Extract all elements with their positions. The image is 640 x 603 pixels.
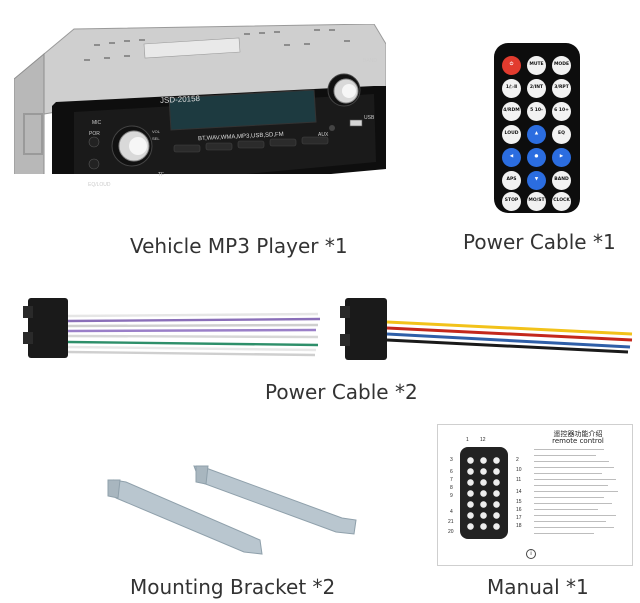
manual-text-line xyxy=(534,515,616,516)
manual-text-line xyxy=(534,491,618,492)
remote-btn-band: BAND xyxy=(552,171,571,190)
radio-por-label: POR xyxy=(89,131,100,137)
remote-btn-mode: MODE xyxy=(552,56,571,75)
remote-btn-loud: LOUD xyxy=(502,125,521,144)
radio-eq-label: EQ/LOUD xyxy=(88,182,111,188)
remote-btn-most: MO/ST xyxy=(527,192,546,211)
remote-btn-5: 5 10- xyxy=(527,102,546,121)
manual-text-line xyxy=(534,509,598,510)
manual-num-10: 10 xyxy=(516,467,522,473)
remote-btn-6: 6 10+ xyxy=(552,102,571,121)
manual-text-line xyxy=(534,473,602,474)
remote-btn-sel-icon: ● xyxy=(527,148,546,167)
wiring-harness-image xyxy=(23,298,633,360)
manual-num-3: 3 xyxy=(450,457,453,463)
remote-control-image: ⏻ MUTE MODE 1/▷Ⅱ 2/INT 3/RPT 4/RDM 5 10-… xyxy=(494,43,580,213)
manual-text-line xyxy=(534,455,596,456)
manual-image: 遥控器功能介绍 remote control 1 12 3 6 7 8 9 4 … xyxy=(437,424,633,566)
manual-num-12: 12 xyxy=(480,437,486,443)
caption-player: Vehicle MP3 Player *1 xyxy=(130,234,348,258)
remote-btn-4: 4/RDM xyxy=(502,102,521,121)
manual-num-6: 6 xyxy=(450,469,453,475)
remote-btn-3: 3/RPT xyxy=(552,79,571,98)
caption-manual: Manual *1 xyxy=(487,575,589,599)
manual-title: 遥控器功能介绍 xyxy=(553,430,603,438)
manual-num-16: 16 xyxy=(516,507,522,513)
manual-num-2: 2 xyxy=(516,457,519,463)
manual-num-9: 9 xyxy=(450,493,453,499)
manual-num-15: 15 xyxy=(516,499,522,505)
caption-bracket: Mounting Bracket *2 xyxy=(130,575,336,599)
radio-usb-label: USB xyxy=(364,115,375,121)
remote-btn-clock: CLOCK xyxy=(552,192,571,211)
remote-btn-eq: EQ xyxy=(552,125,571,144)
manual-num-4: 4 xyxy=(450,509,453,515)
manual-num-14: 14 xyxy=(516,489,522,495)
manual-num-1: 1 xyxy=(466,437,469,443)
remote-btn-stop: STOP xyxy=(502,192,521,211)
manual-num-17: 17 xyxy=(516,515,522,521)
manual-text-line xyxy=(534,503,612,504)
remote-btn-1: 1/▷Ⅱ xyxy=(502,79,521,98)
manual-text-line xyxy=(534,461,609,462)
manual-num-8: 8 xyxy=(450,485,453,491)
radio-aux-label: AUX xyxy=(318,132,329,138)
manual-text-line xyxy=(534,533,594,534)
radio-band-label: BAND xyxy=(363,58,377,64)
remote-btn-prev-icon: ◀ xyxy=(502,148,521,167)
manual-text-line xyxy=(534,521,606,522)
mounting-bracket-image xyxy=(107,465,357,555)
remote-btn-2: 2/INT xyxy=(527,79,546,98)
manual-num-20: 20 xyxy=(448,529,454,535)
radio-mic-label: MIC xyxy=(92,120,102,126)
remote-btn-vol-up-icon: ▲ xyxy=(527,125,546,144)
caption-cables: Power Cable *2 xyxy=(265,380,418,404)
manual-num-11: 11 xyxy=(516,477,522,483)
radio-tf-label: TF xyxy=(158,172,165,178)
manual-subtitle: remote control xyxy=(552,437,604,445)
remote-btn-vol-down-icon: ▼ xyxy=(527,171,546,190)
manual-num-21: 21 xyxy=(448,519,454,525)
manual-num-18: 18 xyxy=(516,523,522,529)
remote-btn-aps: APS xyxy=(502,171,521,190)
manual-text-line xyxy=(534,479,616,480)
manual-num-7: 7 xyxy=(450,477,453,483)
caption-remote: Power Cable *1 xyxy=(463,230,616,254)
manual-text-line xyxy=(534,497,604,498)
radio-sel-label: SEL xyxy=(152,136,160,141)
manual-text-line xyxy=(534,485,608,486)
remote-btn-next-icon: ▶ xyxy=(552,148,571,167)
remote-btn-mute: MUTE xyxy=(527,56,546,75)
radio-vol-label: VOL xyxy=(152,129,161,134)
power-button-icon: ⏻ xyxy=(502,56,521,75)
manual-text-line xyxy=(534,449,604,450)
car-radio-image xyxy=(14,24,386,174)
manual-text-line xyxy=(534,527,614,528)
manual-text-line xyxy=(534,467,614,468)
manual-info-icon: i xyxy=(526,549,536,559)
